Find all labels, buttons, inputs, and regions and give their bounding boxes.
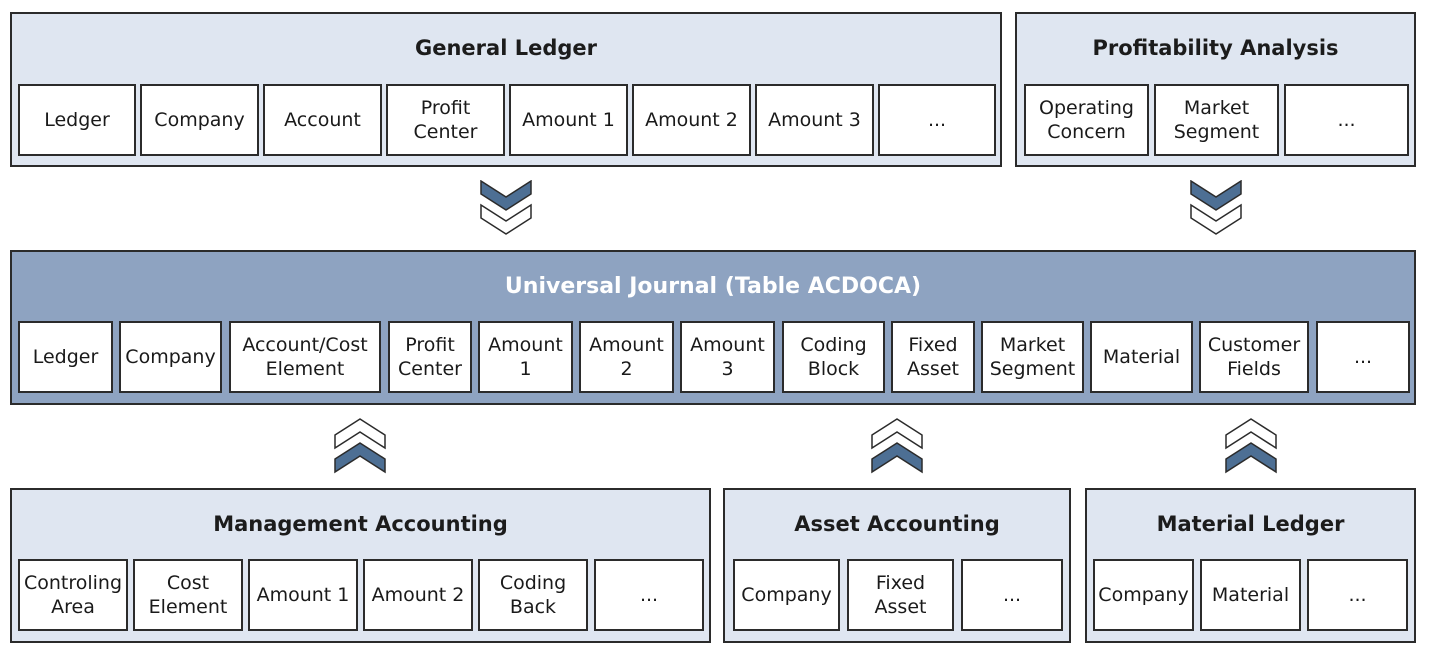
ml-field-more: ... (1307, 559, 1408, 631)
gl-field-more: ... (878, 84, 996, 156)
management-accounting-panel: Management Accounting Controling Area Co… (10, 488, 711, 643)
gl-field-ledger: Ledger (18, 84, 136, 156)
gl-field-amount-2: Amount 2 (632, 84, 751, 156)
gl-field-company: Company (140, 84, 259, 156)
asset-accounting-title: Asset Accounting (794, 512, 1000, 536)
chevron-up-icon (334, 418, 386, 474)
uj-field-amount-2: Amount 2 (579, 321, 674, 393)
uj-field-account-cost-element: Account/Cost Element (229, 321, 381, 393)
gl-field-amount-1: Amount 1 (509, 84, 628, 156)
uj-field-ledger: Ledger (18, 321, 113, 393)
aa-field-company: Company (733, 559, 840, 631)
uj-field-amount-3: Amount 3 (680, 321, 775, 393)
ma-field-amount-1: Amount 1 (248, 559, 358, 631)
chevron-down-icon (1190, 180, 1242, 235)
asset-accounting-panel: Asset Accounting Company Fixed Asset ... (723, 488, 1071, 643)
chevron-up-icon (871, 418, 923, 474)
uj-field-more: ... (1316, 321, 1410, 393)
material-ledger-panel: Material Ledger Company Material ... (1085, 488, 1416, 643)
ma-field-cost-element: Cost Element (133, 559, 243, 631)
uj-field-material: Material (1090, 321, 1193, 393)
universal-journal-title: Universal Journal (Table ACDOCA) (504, 274, 922, 299)
general-ledger-panel: General Ledger Ledger Company Account Pr… (10, 12, 1002, 167)
gl-field-account: Account (263, 84, 382, 156)
ma-field-amount-2: Amount 2 (363, 559, 473, 631)
chevron-down-icon (480, 180, 532, 235)
uj-field-company: Company (119, 321, 222, 393)
aa-field-more: ... (961, 559, 1063, 631)
pa-field-more: ... (1284, 84, 1409, 156)
profitability-analysis-title: Profitability Analysis (1092, 36, 1339, 60)
general-ledger-title: General Ledger (415, 36, 597, 60)
aa-field-fixed-asset: Fixed Asset (847, 559, 954, 631)
ma-field-coding-back: Coding Back (478, 559, 588, 631)
uj-field-profit-center: Profit Center (388, 321, 472, 393)
uj-field-market-segment: Market Segment (981, 321, 1084, 393)
management-accounting-title: Management Accounting (213, 512, 508, 536)
profitability-analysis-panel: Profitability Analysis Operating Concern… (1015, 12, 1416, 167)
chevron-up-icon (1225, 418, 1277, 474)
gl-field-profit-center: Profit Center (386, 84, 505, 156)
gl-field-amount-3: Amount 3 (755, 84, 874, 156)
ma-field-controling-area: Controling Area (18, 559, 128, 631)
ml-field-material: Material (1200, 559, 1301, 631)
uj-field-fixed-asset: Fixed Asset (891, 321, 975, 393)
ml-field-company: Company (1093, 559, 1194, 631)
material-ledger-title: Material Ledger (1156, 512, 1345, 536)
universal-journal-panel: Universal Journal (Table ACDOCA) Ledger … (10, 250, 1416, 405)
uj-field-amount-1: Amount 1 (478, 321, 573, 393)
pa-field-market-segment: Market Segment (1154, 84, 1279, 156)
uj-field-coding-block: Coding Block (782, 321, 885, 393)
uj-field-customer-fields: Customer Fields (1199, 321, 1309, 393)
ma-field-more: ... (594, 559, 704, 631)
pa-field-operating-concern: Operating Concern (1024, 84, 1149, 156)
